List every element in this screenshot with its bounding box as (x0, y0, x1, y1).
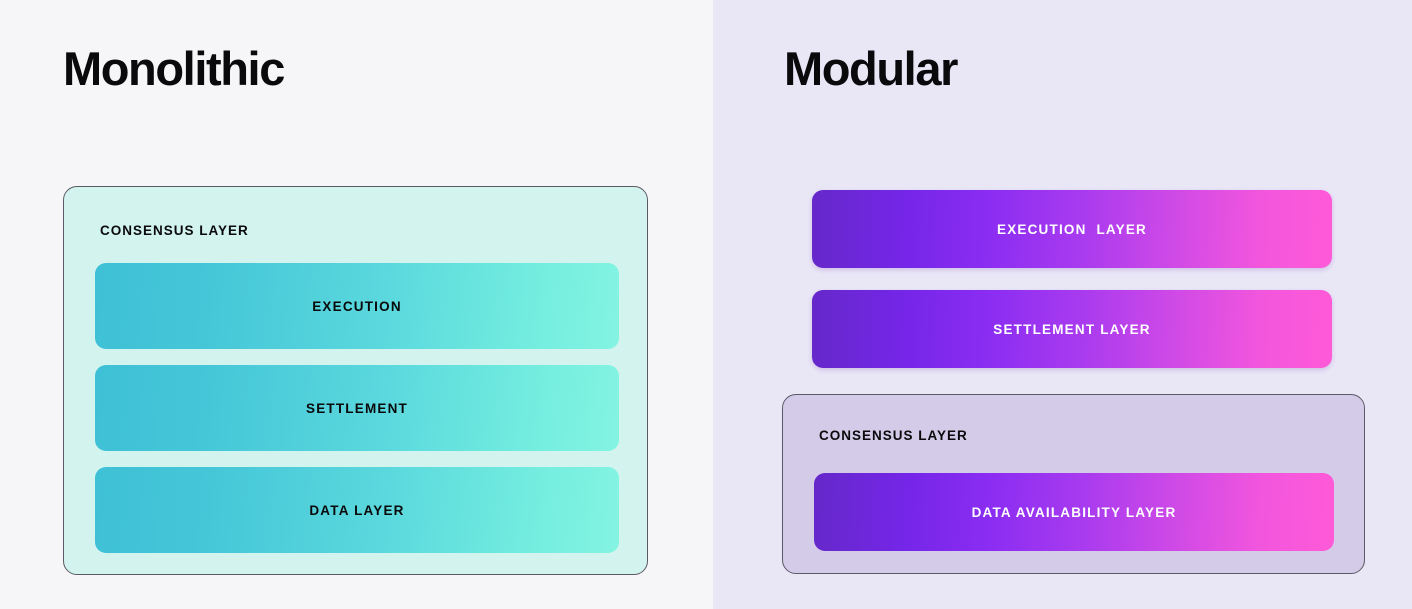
panel-title-modular: Modular (784, 42, 958, 95)
layer-bar-data-layer[interactable]: DATA LAYER (95, 467, 619, 553)
layer-bar-execution-label: EXECUTION (312, 298, 402, 314)
consensus-layer-container-modular: CONSENSUS LAYER DATA AVAILABILITY LAYER (782, 394, 1365, 574)
layer-bar-execution-layer-label: EXECUTION LAYER (997, 221, 1147, 237)
panel-monolithic: Monolithic CONSENSUS LAYER EXECUTION SET… (63, 42, 648, 575)
layer-bar-data-layer-label: DATA LAYER (309, 502, 405, 518)
consensus-layer-label-modular: CONSENSUS LAYER (819, 428, 968, 443)
layer-bar-settlement-layer-label: SETTLEMENT LAYER (993, 321, 1151, 337)
layer-bar-settlement[interactable]: SETTLEMENT (95, 365, 619, 451)
layer-bar-data-availability-layer[interactable]: DATA AVAILABILITY LAYER (814, 473, 1334, 551)
consensus-layer-container-monolithic: CONSENSUS LAYER EXECUTION SETTLEMENT DAT… (63, 186, 648, 575)
panel-title-monolithic: Monolithic (63, 42, 285, 95)
layer-bar-execution-layer[interactable]: EXECUTION LAYER (812, 190, 1332, 268)
layer-bar-settlement-label: SETTLEMENT (306, 400, 408, 416)
layer-bar-execution[interactable]: EXECUTION (95, 263, 619, 349)
layer-bar-settlement-layer[interactable]: SETTLEMENT LAYER (812, 290, 1332, 368)
layer-bar-data-availability-layer-label: DATA AVAILABILITY LAYER (971, 504, 1177, 520)
consensus-layer-label-monolithic: CONSENSUS LAYER (100, 223, 249, 238)
